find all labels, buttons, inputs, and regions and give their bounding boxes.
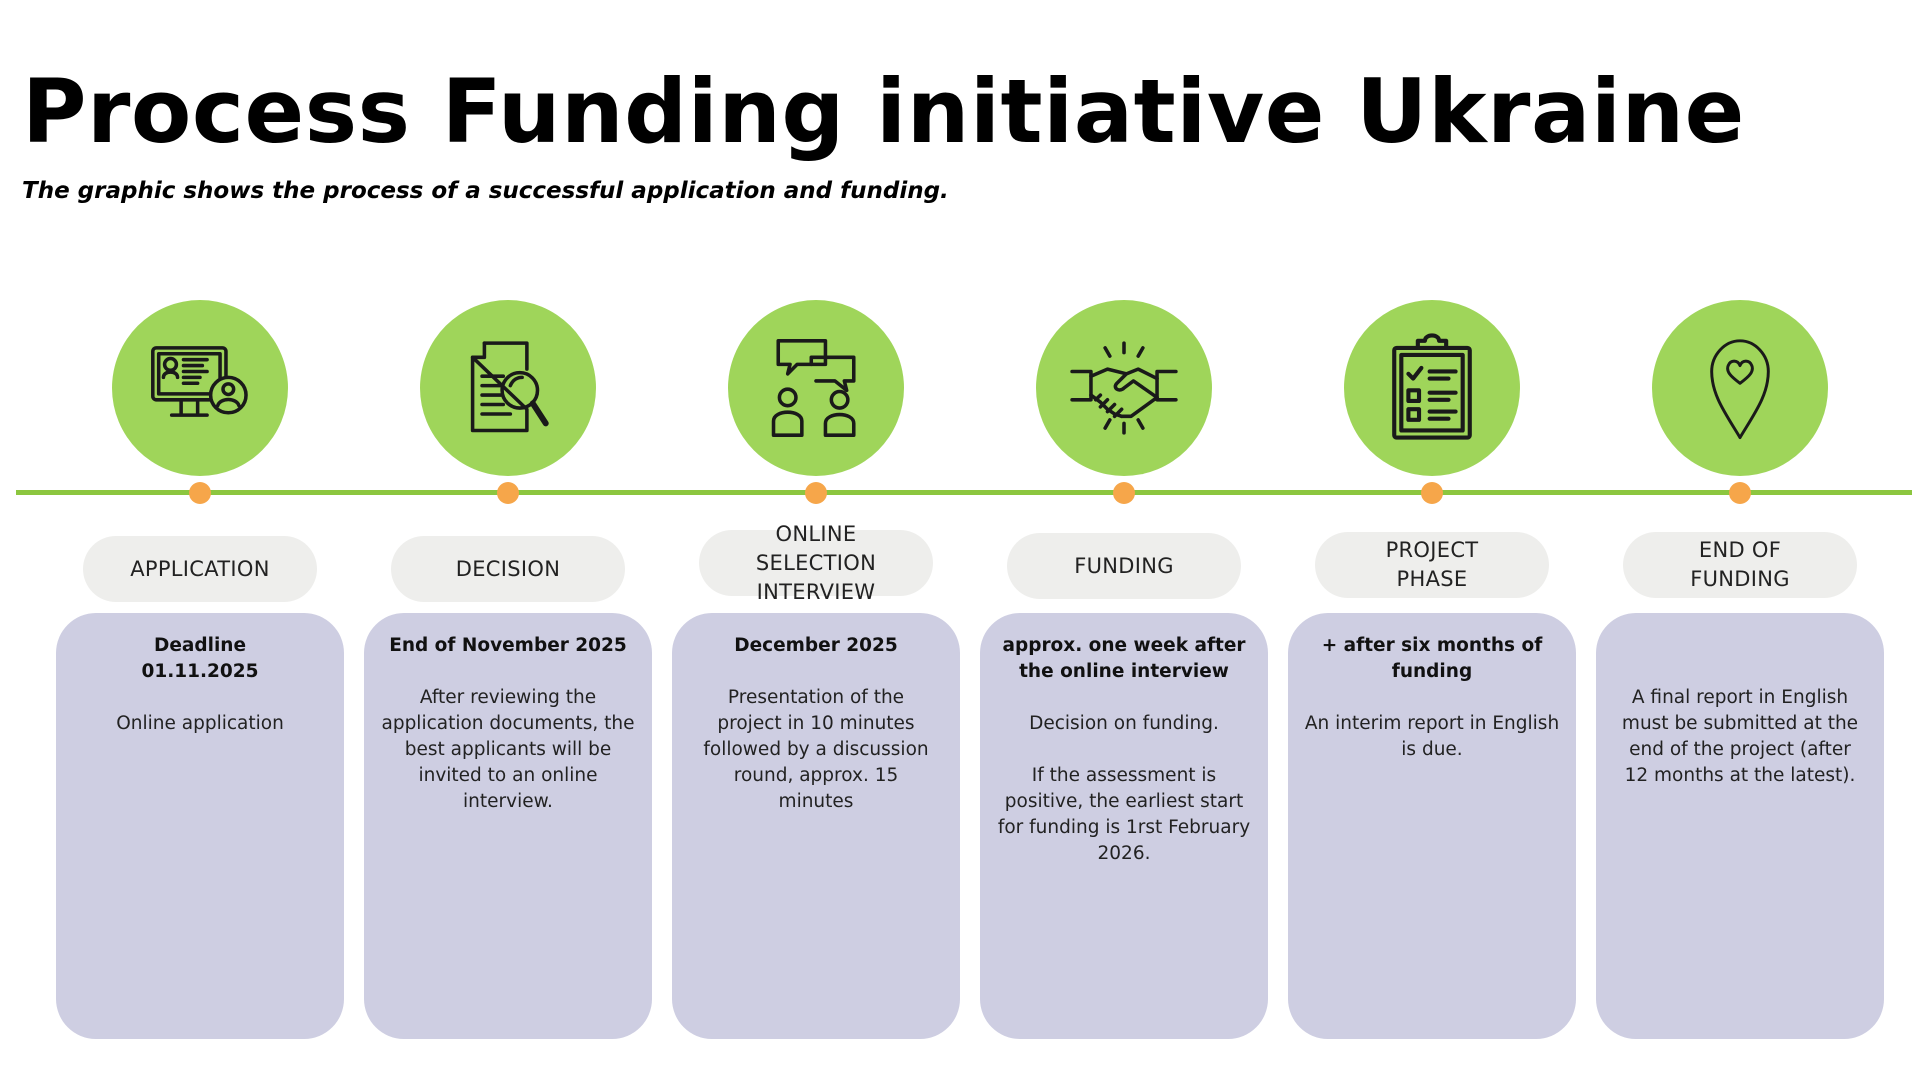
- step-label-pill: END OF FUNDING: [1623, 532, 1857, 598]
- step-label-pill: DECISION: [391, 536, 625, 602]
- timeline-dot: [1421, 482, 1443, 504]
- step-card-body: A final report in English must be submit…: [1621, 687, 1859, 786]
- timeline-dot: [497, 482, 519, 504]
- step-card-heading: End of November 2025: [389, 635, 627, 656]
- clipboard-checklist-icon: [1344, 300, 1520, 476]
- step-label: PROJECT PHASE: [1385, 538, 1479, 591]
- step-end-of-funding: END OF FUNDING A final report in English…: [1596, 0, 1884, 1080]
- step-card: + after six months of funding An interim…: [1288, 613, 1576, 1039]
- step-card-heading: December 2025: [734, 635, 898, 656]
- step-card-body: An interim report in English is due.: [1304, 713, 1560, 760]
- step-label: FUNDING: [1074, 553, 1174, 578]
- page-subtitle: The graphic shows the process of a succe…: [22, 178, 949, 204]
- step-label-pill: APPLICATION: [83, 536, 317, 602]
- step-decision: DECISION End of November 2025 After revi…: [364, 0, 652, 1080]
- step-card: A final report in English must be submit…: [1596, 613, 1884, 1039]
- step-online-selection-interview: ONLINE SELECTION INTERVIEW December 2025…: [672, 0, 960, 1080]
- step-label-pill: FUNDING: [1007, 533, 1241, 599]
- conversation-icon: [728, 300, 904, 476]
- step-card: approx. one week after the online interv…: [980, 613, 1268, 1039]
- step-label: END OF FUNDING: [1690, 538, 1790, 591]
- timeline-line: [16, 490, 1912, 495]
- step-card-body: Decision on funding. If the assessment i…: [997, 713, 1251, 864]
- step-card-body: Presentation of the project in 10 minute…: [703, 687, 929, 812]
- step-card-heading: approx. one week after the online interv…: [1002, 635, 1246, 682]
- step-label: DECISION: [455, 556, 561, 581]
- step-label-pill: PROJECT PHASE: [1315, 532, 1549, 598]
- step-card: End of November 2025 After reviewing the…: [364, 613, 652, 1039]
- timeline-dot: [1113, 482, 1135, 504]
- timeline-dot: [1729, 482, 1751, 504]
- step-card-body: After reviewing the application document…: [381, 687, 635, 812]
- page-title: Process Funding initiative Ukraine: [22, 60, 1745, 163]
- step-project-phase: PROJECT PHASE + after six months of fund…: [1288, 0, 1576, 1080]
- step-label: APPLICATION: [130, 556, 270, 581]
- handshake-icon: [1036, 300, 1212, 476]
- timeline-dot: [189, 482, 211, 504]
- step-card-heading: + after six months of funding: [1321, 635, 1543, 682]
- step-application: APPLICATION Deadline 01.11.2025 Online a…: [56, 0, 344, 1080]
- step-label: ONLINE SELECTION INTERVIEW: [755, 521, 877, 604]
- timeline-dot: [805, 482, 827, 504]
- document-search-icon: [420, 300, 596, 476]
- step-card: December 2025 Presentation of the projec…: [672, 613, 960, 1039]
- location-heart-icon: [1652, 300, 1828, 476]
- computer-user-icon: [112, 300, 288, 476]
- step-card: Deadline 01.11.2025 Online application: [56, 613, 344, 1039]
- step-card-body: Online application: [116, 713, 284, 734]
- step-funding: FUNDING approx. one week after the onlin…: [980, 0, 1268, 1080]
- step-label-pill: ONLINE SELECTION INTERVIEW: [699, 522, 933, 604]
- step-card-heading: Deadline 01.11.2025: [141, 635, 259, 682]
